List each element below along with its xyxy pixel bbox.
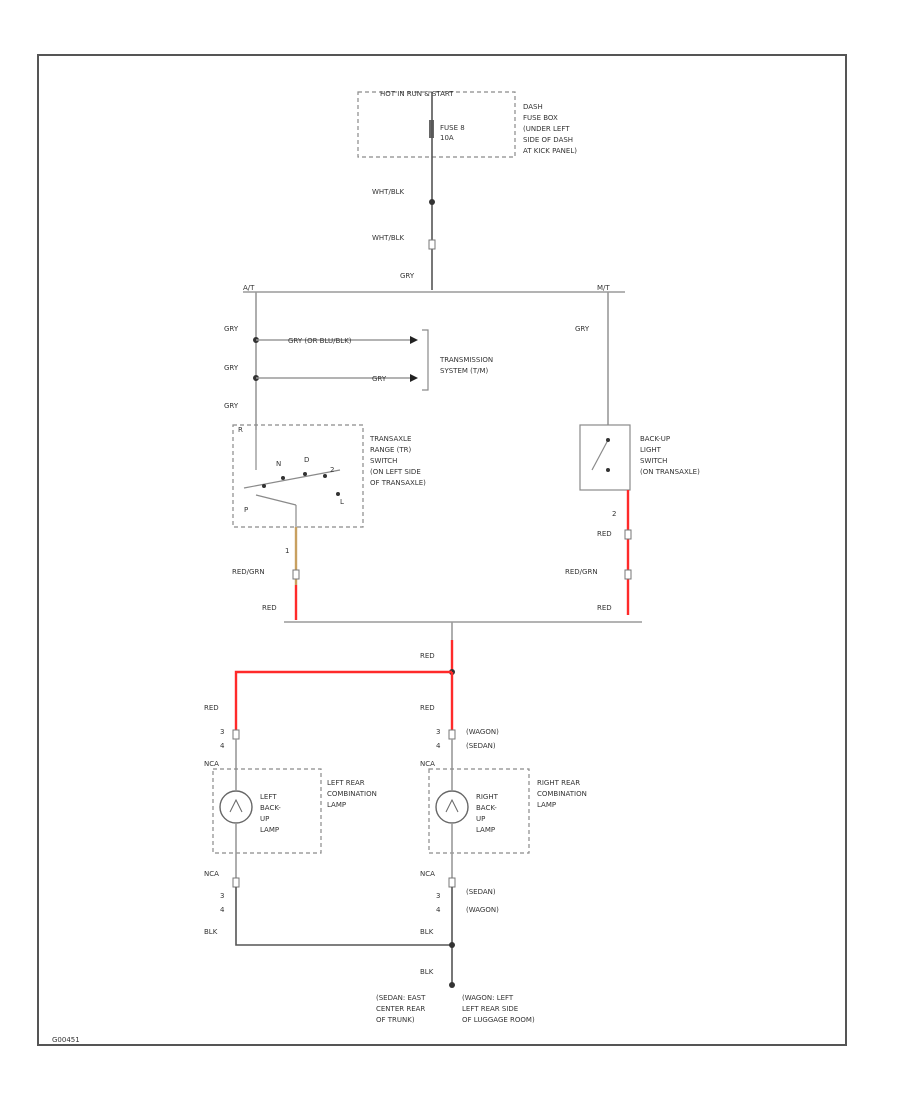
bu-contact — [606, 468, 610, 472]
red-lamp-right-label: RED — [420, 704, 435, 712]
wht-blk-label-1: WHT/BLK — [372, 188, 405, 196]
pin-1-label: 1 — [285, 547, 289, 555]
blk-left-wire — [235, 887, 452, 946]
pin-4-left-bot: 4 — [220, 906, 225, 914]
left-rear-combination-lamp — [212, 768, 322, 854]
connector — [448, 877, 456, 888]
pin-3-left-bot: 3 — [220, 892, 224, 900]
dash-fuse-box-label: DASH FUSE BOX (UNDER LEFT SIDE OF DASH A… — [523, 103, 577, 155]
right-back-up-lamp-label: RIGHT BACK- UP LAMP — [476, 793, 500, 834]
mt-label: M/T — [597, 284, 610, 292]
pin-4-right-bot: 4 — [436, 906, 441, 914]
transmission-label: TRANSMISSION SYSTEM (T/M) — [439, 356, 495, 375]
tr-switch-arc — [243, 469, 341, 489]
red-left-lamp-wire — [234, 670, 452, 735]
transaxle-range-switch-box — [232, 424, 364, 528]
left-back-up-lamp-label: LEFT BACK- UP LAMP — [260, 793, 283, 834]
diagram-frame — [37, 54, 847, 1046]
gry-right-label: GRY — [575, 325, 590, 333]
connector — [232, 729, 240, 740]
red-label-left: RED — [262, 604, 277, 612]
nca-right-top: NCA — [420, 760, 435, 768]
right-back-up-lamp-bulb — [435, 790, 469, 824]
fuse-amp-label: 10A — [440, 134, 454, 142]
tr-contact — [303, 472, 307, 476]
splice-dot — [429, 199, 435, 205]
bu-contact — [606, 438, 610, 442]
blk-left-label: BLK — [204, 928, 218, 936]
nca-left-bot: NCA — [204, 870, 219, 878]
tr-switch-arm — [255, 494, 297, 506]
pin-3-right-bot: 3 — [436, 892, 440, 900]
pin-3-left: 3 — [220, 728, 224, 736]
red-label-right-2: RED — [597, 604, 612, 612]
red-grn-label-left: RED/GRN — [232, 568, 265, 576]
connector — [624, 529, 632, 540]
right-combination-label: RIGHT REAR COMBINATION LAMP — [537, 779, 589, 809]
ground-sedan-label: (SEDAN: EAST CENTER REAR OF TRUNK) — [376, 994, 428, 1024]
left-combination-label: LEFT REAR COMBINATION LAMP — [327, 779, 379, 809]
connector — [448, 729, 456, 740]
dash-fuse-box — [357, 91, 516, 158]
red-grn-label-right: RED/GRN — [565, 568, 598, 576]
gry-or-blu-label: GRY (OR BLU/BLK) — [288, 337, 352, 345]
ground-wagon-label: (WAGON: LEFT LEFT REAR SIDE OF LUGGAGE R… — [462, 994, 535, 1024]
connector — [428, 239, 436, 250]
splice-dot — [449, 942, 455, 948]
tr-switch-label: TRANSAXLE RANGE (TR) SWITCH (ON LEFT SID… — [369, 435, 426, 487]
hot-in-run-label: HOT IN RUN & START — [380, 90, 454, 98]
tr-d-label: D — [304, 456, 309, 464]
connector — [292, 569, 300, 580]
at-label: A/T — [243, 284, 255, 292]
tr-contact — [281, 476, 285, 480]
gry-arrow-label: GRY — [372, 375, 387, 383]
tr-r-label: R — [238, 426, 243, 434]
blk-bot-label: BLK — [420, 968, 434, 976]
gry-label-3: GRY — [224, 402, 239, 410]
wagon-bot-label: (WAGON) — [466, 906, 499, 914]
tr-n-label: N — [276, 460, 281, 468]
ground-dot — [449, 982, 455, 988]
gry-label-2: GRY — [224, 364, 239, 372]
red-center-label: RED — [420, 652, 435, 660]
figure-id: G00451 — [52, 1036, 80, 1044]
arrow-icon — [410, 336, 418, 344]
back-up-switch-label: BACK-UP LIGHT SWITCH (ON TRANSAXLE) — [640, 435, 700, 476]
wagon-top-label: (WAGON) — [466, 728, 499, 736]
tr-contact — [323, 474, 327, 478]
nca-left-top: NCA — [204, 760, 219, 768]
tr-contact — [262, 484, 266, 488]
left-back-up-lamp-bulb — [219, 790, 253, 824]
red-lamp-left-label: RED — [204, 704, 219, 712]
sedan-bot-label: (SEDAN) — [466, 888, 496, 896]
tr-p-label: P — [244, 506, 248, 514]
bu-switch-arm — [591, 439, 609, 471]
pin-4-right: 4 — [436, 742, 441, 750]
blk-right-label: BLK — [420, 928, 434, 936]
connector — [624, 569, 632, 580]
pin-4-left: 4 — [220, 742, 225, 750]
pin-2-label: 2 — [612, 510, 616, 518]
tr-2-label: 2 — [330, 466, 334, 474]
tr-l-label: L — [340, 498, 344, 506]
tm-bracket — [422, 329, 429, 391]
tr-contact — [336, 492, 340, 496]
connector — [232, 877, 240, 888]
bulb-filament-icon — [229, 798, 243, 813]
gry-label-1: GRY — [224, 325, 239, 333]
red-label-right-1: RED — [597, 530, 612, 538]
arrow-icon — [410, 374, 418, 382]
nca-right-bot: NCA — [420, 870, 435, 878]
back-up-switch-box — [579, 424, 631, 491]
sedan-top-label: (SEDAN) — [466, 742, 496, 750]
fuse-label: FUSE 8 — [440, 124, 465, 132]
wht-blk-label-2: WHT/BLK — [372, 234, 405, 242]
right-rear-combination-lamp — [428, 768, 530, 854]
gry-top-label: GRY — [400, 272, 415, 280]
bulb-filament-icon — [445, 798, 459, 813]
pin-3-right: 3 — [436, 728, 440, 736]
